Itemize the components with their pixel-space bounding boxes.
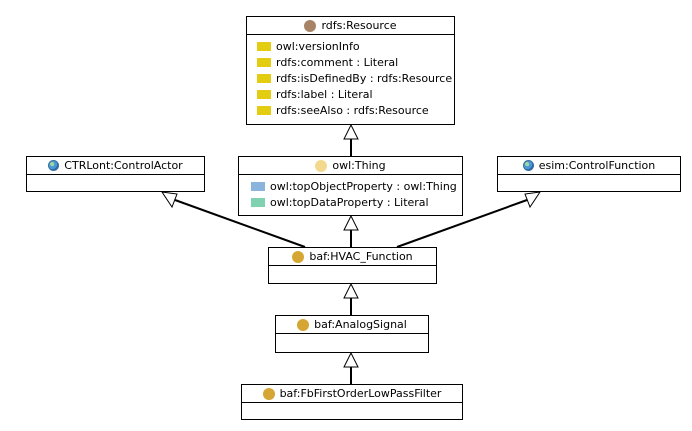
class-name: CTRLont:ControlActor (64, 159, 183, 172)
class-dot-icon (292, 250, 305, 263)
edge-hvac-to-controlfunction (396, 199, 528, 248)
class-box-title: baf:AnalogSignal (276, 316, 428, 334)
attribute-label: rdfs:seeAlso : rdfs:Resource (276, 103, 429, 117)
arrowhead-controlactor (160, 191, 178, 209)
attribute-row[interactable]: owl:topObjectProperty : owl:Thing (251, 178, 462, 194)
class-dot-icon (262, 387, 275, 400)
class-box-title: rdfs:Resource (247, 17, 454, 35)
attribute-row[interactable]: rdfs:isDefinedBy : rdfs:Resource (257, 70, 454, 86)
class-box-baf-hvac-function[interactable]: baf:HVAC_Function (268, 247, 437, 284)
class-name: owl:Thing (332, 159, 386, 172)
attribute-row[interactable]: owl:topDataProperty : Literal (251, 194, 462, 210)
attribute-row[interactable]: rdfs:seeAlso : rdfs:Resource (257, 102, 454, 118)
attribute-list: owl:versionInfo rdfs:comment : Literal r… (247, 35, 454, 118)
attribute-label: rdfs:isDefinedBy : rdfs:Resource (276, 71, 453, 85)
class-name: baf:FbFirstOrderLowPassFilter (279, 387, 442, 400)
data-property-icon (251, 197, 265, 207)
arrowhead-resource (343, 123, 359, 140)
edge-hvac-to-controlactor (174, 199, 306, 248)
arrowhead-hvac (343, 282, 359, 299)
class-box-baf-analogsignal[interactable]: baf:AnalogSignal (275, 315, 429, 353)
class-box-title: owl:Thing (239, 157, 462, 175)
class-box-ctrlont-controlactor[interactable]: CTRLont:ControlActor (26, 156, 205, 192)
attribute-label: rdfs:label : Literal (276, 87, 373, 101)
globe-icon (522, 160, 534, 171)
globe-icon (48, 160, 60, 171)
annotation-property-icon (257, 89, 271, 99)
class-box-title: baf:HVAC_Function (269, 248, 436, 266)
class-box-title: baf:FbFirstOrderLowPassFilter (242, 385, 462, 403)
annotation-property-icon (257, 57, 271, 67)
class-name: rdfs:Resource (321, 19, 397, 32)
arrowhead-analogsignal (343, 351, 359, 368)
annotation-property-icon (257, 41, 271, 51)
object-property-icon (251, 181, 265, 191)
class-box-title: CTRLont:ControlActor (27, 157, 204, 175)
attribute-label: owl:topObjectProperty : owl:Thing (270, 179, 457, 193)
attribute-label: rdfs:comment : Literal (276, 55, 399, 69)
class-name: esim:ControlFunction (538, 159, 656, 172)
class-box-baf-fbfirstorderlowpassfilter[interactable]: baf:FbFirstOrderLowPassFilter (241, 384, 463, 420)
annotation-property-icon (257, 73, 271, 83)
class-box-owl-thing[interactable]: owl:Thing owl:topObjectProperty : owl:Th… (238, 156, 463, 216)
class-box-title: esim:ControlFunction (498, 157, 680, 175)
arrowhead-thing (343, 214, 359, 231)
class-box-rdfs-resource[interactable]: rdfs:Resource owl:versionInfo rdfs:comme… (246, 16, 455, 125)
attribute-row[interactable]: rdfs:label : Literal (257, 86, 454, 102)
attribute-label: owl:versionInfo (276, 39, 360, 53)
class-dot-icon (315, 159, 328, 172)
class-name: baf:AnalogSignal (314, 318, 407, 331)
attribute-list: owl:topObjectProperty : owl:Thing owl:to… (239, 175, 462, 210)
attribute-row[interactable]: rdfs:comment : Literal (257, 54, 454, 70)
annotation-property-icon (257, 105, 271, 115)
class-dot-icon (297, 318, 310, 331)
class-name: baf:HVAC_Function (309, 250, 413, 263)
attribute-label: owl:topDataProperty : Literal (270, 195, 429, 209)
class-dot-icon (304, 19, 317, 32)
attribute-row[interactable]: owl:versionInfo (257, 38, 454, 54)
arrowhead-controlfunction (524, 191, 542, 209)
class-box-esim-controlfunction[interactable]: esim:ControlFunction (497, 156, 681, 192)
